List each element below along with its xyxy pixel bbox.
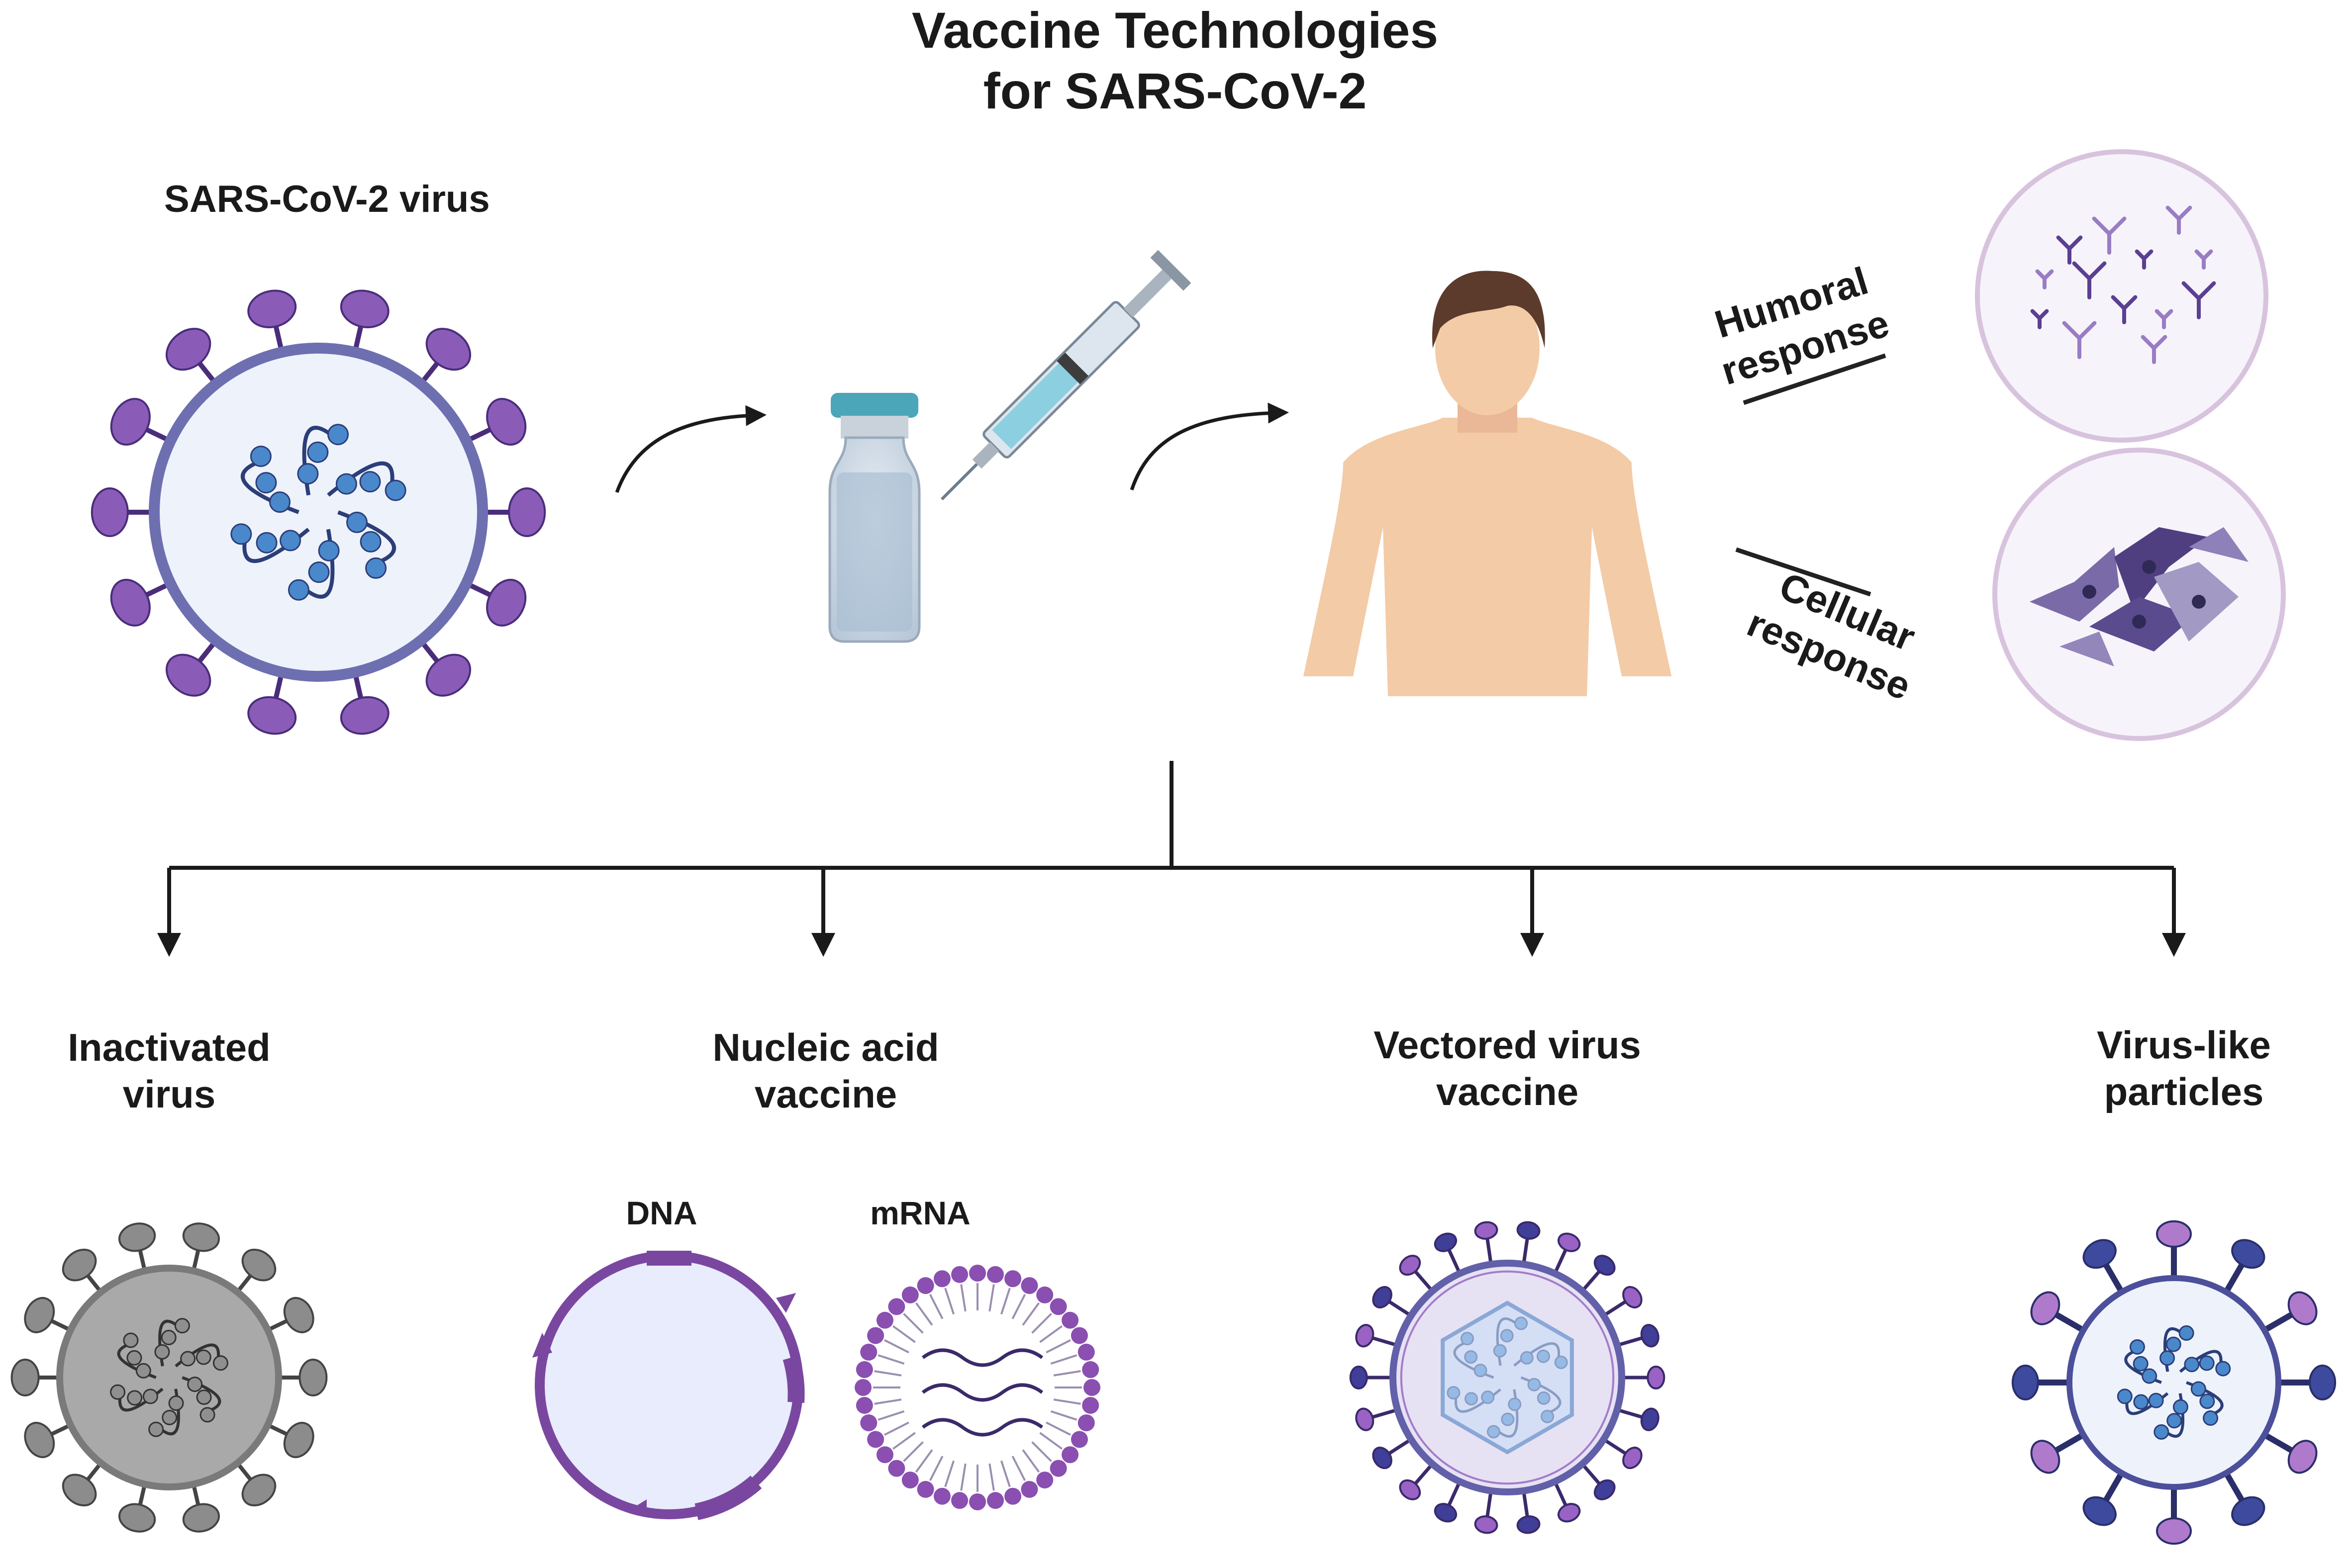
t-cell-circle xyxy=(1992,448,2286,741)
antibody-icon xyxy=(2111,295,2138,324)
virus-icon xyxy=(91,289,546,735)
category-line-1: Vectored virus xyxy=(1373,1023,1641,1067)
syringe-icon xyxy=(940,250,1191,501)
category-inactivated-virus: Inactivated virus xyxy=(0,1024,368,1117)
category-line-2: virus xyxy=(122,1072,216,1116)
arrow-icon xyxy=(615,405,767,493)
antibody-group xyxy=(2030,205,2216,364)
virus-icon xyxy=(10,1222,328,1533)
antibody-icon xyxy=(2154,309,2173,329)
antibody-circle xyxy=(1975,149,2268,443)
category-line-2: particles xyxy=(2104,1069,2264,1113)
category-virus-like-particles: Virus-like particles xyxy=(1992,1022,2350,1115)
cellular-line xyxy=(1735,547,1871,597)
dna-plasmid-icon xyxy=(532,1251,805,1520)
vial-icon xyxy=(828,393,921,643)
title-line-1: Vaccine Technologies xyxy=(911,2,1439,59)
vlp-icon xyxy=(2011,1220,2337,1545)
arrow-icon xyxy=(1130,402,1289,491)
antibody-icon xyxy=(2092,216,2127,255)
category-line-1: Virus-like xyxy=(2097,1023,2271,1067)
category-nucleic-acid-vaccine: Nucleic acid vaccine xyxy=(627,1024,1025,1117)
category-line-2: vaccine xyxy=(754,1072,897,1116)
antibody-icon xyxy=(2035,269,2054,289)
title-line-2: for SARS-CoV-2 xyxy=(983,63,1367,120)
category-line-1: Nucleic acid xyxy=(712,1025,939,1069)
subtype-dna: DNA xyxy=(626,1195,697,1231)
category-line-2: vaccine xyxy=(1436,1069,1579,1113)
humoral-line xyxy=(1743,353,1886,405)
diagram-title: Vaccine Technologies for SARS-CoV-2 xyxy=(678,0,1672,122)
viral-vector-icon xyxy=(1349,1221,1665,1534)
antibody-icon xyxy=(2056,235,2083,265)
antibody-icon xyxy=(2062,321,2097,359)
subtype-mrna: mRNA xyxy=(870,1195,971,1231)
tree-connector xyxy=(157,761,2186,957)
human-icon xyxy=(1303,271,1671,696)
t-cell-icon xyxy=(2030,547,2119,622)
antibody-icon xyxy=(2030,309,2049,329)
category-vectored-virus-vaccine: Vectored virus vaccine xyxy=(1308,1022,1706,1115)
antibody-icon xyxy=(2141,335,2167,364)
lipid-nanoparticle-icon xyxy=(855,1265,1100,1510)
category-line-1: Inactivated xyxy=(68,1025,271,1069)
antibody-icon xyxy=(2135,249,2154,270)
antibody-icon xyxy=(2194,249,2213,270)
t-cell-icon xyxy=(2189,527,2249,562)
antibody-icon xyxy=(2165,205,2192,235)
t-cell-icon xyxy=(2059,632,2114,666)
t-cell-icon xyxy=(2114,527,2209,612)
antibody-icon xyxy=(2181,281,2216,319)
antibody-icon xyxy=(2072,261,2107,299)
virus-label: SARS-CoV-2 virus xyxy=(164,178,490,220)
